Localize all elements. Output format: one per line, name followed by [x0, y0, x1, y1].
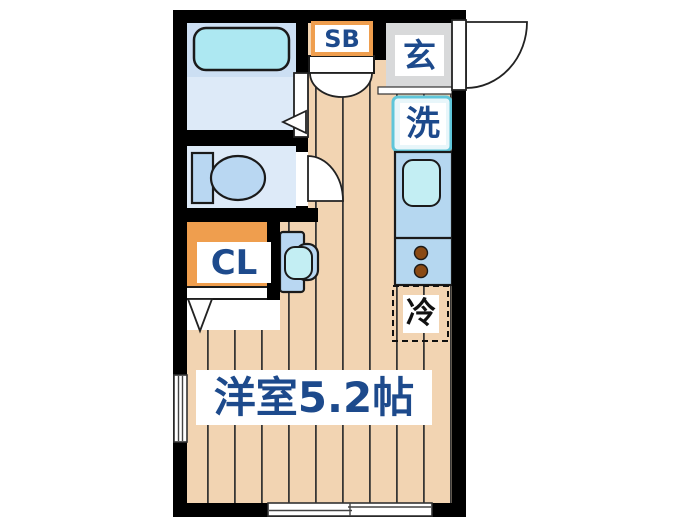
inner-wall-toilet-closet — [187, 208, 318, 222]
closet-label: CL — [197, 242, 271, 283]
bathroom-floor — [187, 77, 296, 130]
toilet-bowl — [209, 154, 267, 202]
closet-folding-door-icon — [186, 298, 214, 334]
shoe-box-label: SB — [311, 21, 373, 56]
window-left — [173, 374, 188, 443]
entrance-step — [377, 86, 453, 95]
outer-wall-right — [452, 10, 466, 517]
bathtub — [192, 26, 291, 72]
kitchen-sink — [402, 159, 441, 207]
inner-wall-entrance — [373, 10, 386, 60]
toilet-tank — [190, 151, 215, 205]
outer-wall-top — [173, 10, 466, 23]
closet-shelf — [184, 286, 274, 300]
refrigerator-label: 冷 — [403, 295, 439, 333]
refrigerator-outline — [392, 285, 449, 342]
shoe-box-cabinet — [308, 55, 375, 74]
entrance-door-leaf — [451, 19, 467, 91]
bathroom-door-arrow-icon — [280, 109, 307, 135]
room-size-label: 洋室5.2帖 — [196, 370, 432, 425]
stove-burner-icon — [413, 245, 429, 261]
shoe-box-door-swing — [309, 72, 373, 98]
toilet-door-swing — [307, 155, 344, 202]
stove-burner-icon — [413, 263, 429, 279]
entrance-door-swing — [465, 21, 528, 89]
window-bottom — [267, 502, 433, 517]
washbasin-bowl — [284, 246, 313, 280]
toilet-door-opening — [296, 152, 308, 206]
washer-label: 洗 — [400, 103, 446, 145]
entrance-label: 玄 — [395, 35, 444, 76]
inner-wall-bath-toilet — [187, 130, 296, 146]
